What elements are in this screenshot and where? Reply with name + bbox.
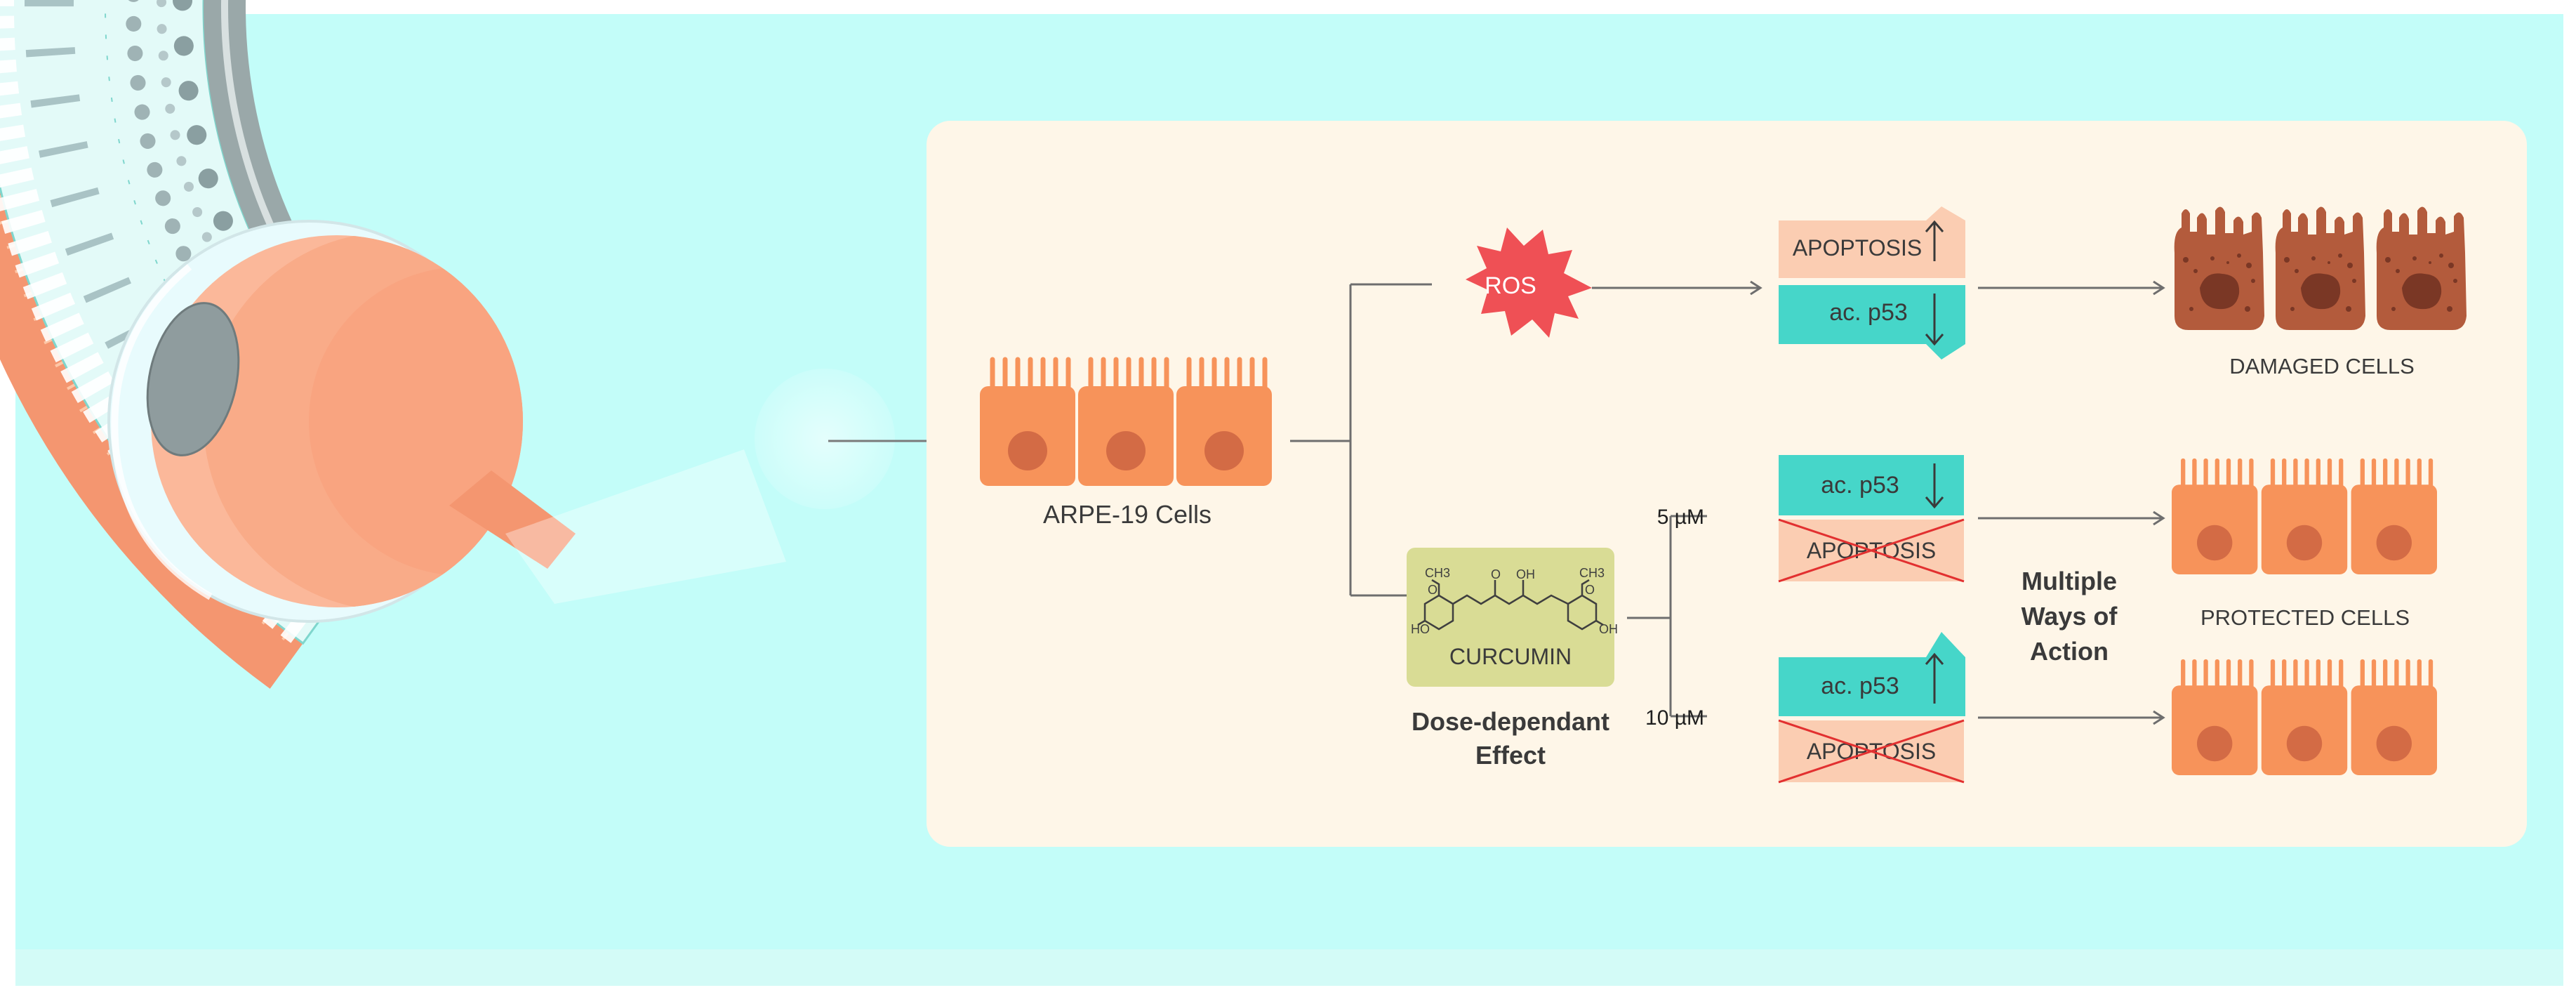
pathway-panel [927, 121, 2527, 847]
ros-star [1466, 228, 1592, 338]
apoptosis-mid-cross [1778, 518, 1965, 583]
chem-o-left: O [1428, 583, 1438, 597]
damaged-cells [2174, 206, 2467, 330]
chem-ch3-right: CH3 [1579, 566, 1605, 580]
apoptosis-bot-cross [1778, 719, 1965, 784]
ros-label: ROS [1485, 272, 1536, 299]
p53-top-label: ac. p53 [1829, 299, 1908, 326]
arpe-cells-label: ARPE-19 Cells [1043, 500, 1211, 529]
protected-cells-label: PROTECTED CELLS [2200, 605, 2410, 630]
dose-effect-line1: Dose-dependant [1412, 707, 1609, 736]
dose-effect-line2: Effect [1475, 741, 1546, 770]
multiple-line2: Ways of [2021, 602, 2118, 631]
chem-oh-mid: OH [1516, 567, 1535, 581]
chem-oh-right: OH [1599, 622, 1618, 636]
p53-mid-label: ac. p53 [1821, 472, 1899, 499]
p53-mid-box [1779, 455, 1964, 515]
arrowheads [1750, 280, 2165, 725]
chem-o-mid: O [1491, 567, 1501, 581]
p53-bot-label: ac. p53 [1821, 673, 1899, 699]
dose-10-label: 10 µM [1645, 706, 1704, 730]
apoptosis-up-box [1779, 206, 1965, 278]
rpe-layer [0, 0, 303, 689]
chem-ho-left: HO [1411, 622, 1430, 636]
zoom-lens-circle [755, 369, 895, 509]
apoptosis-top-label: APOPTOSIS [1793, 235, 1922, 261]
p53-bot-box [1779, 632, 1965, 716]
dose-5-label: 5 µM [1657, 506, 1704, 529]
damaged-cells-label: DAMAGED CELLS [2229, 354, 2415, 378]
connector-lines [1290, 283, 2162, 719]
multiple-line1: Multiple [2021, 567, 2117, 595]
eye-lens [146, 302, 240, 456]
curcumin-box [1407, 548, 1614, 687]
chem-o-right: O [1585, 583, 1595, 597]
optic-nerve [449, 470, 576, 569]
curcumin-structure [1417, 579, 1604, 631]
eye-illustration [107, 220, 965, 623]
p53-down-box [1779, 285, 1965, 360]
curcumin-label: CURCUMIN [1449, 644, 1572, 669]
chem-ch3-left: CH3 [1425, 566, 1450, 580]
background-footer-band [15, 949, 2563, 986]
multiple-line3: Action [2030, 637, 2109, 666]
